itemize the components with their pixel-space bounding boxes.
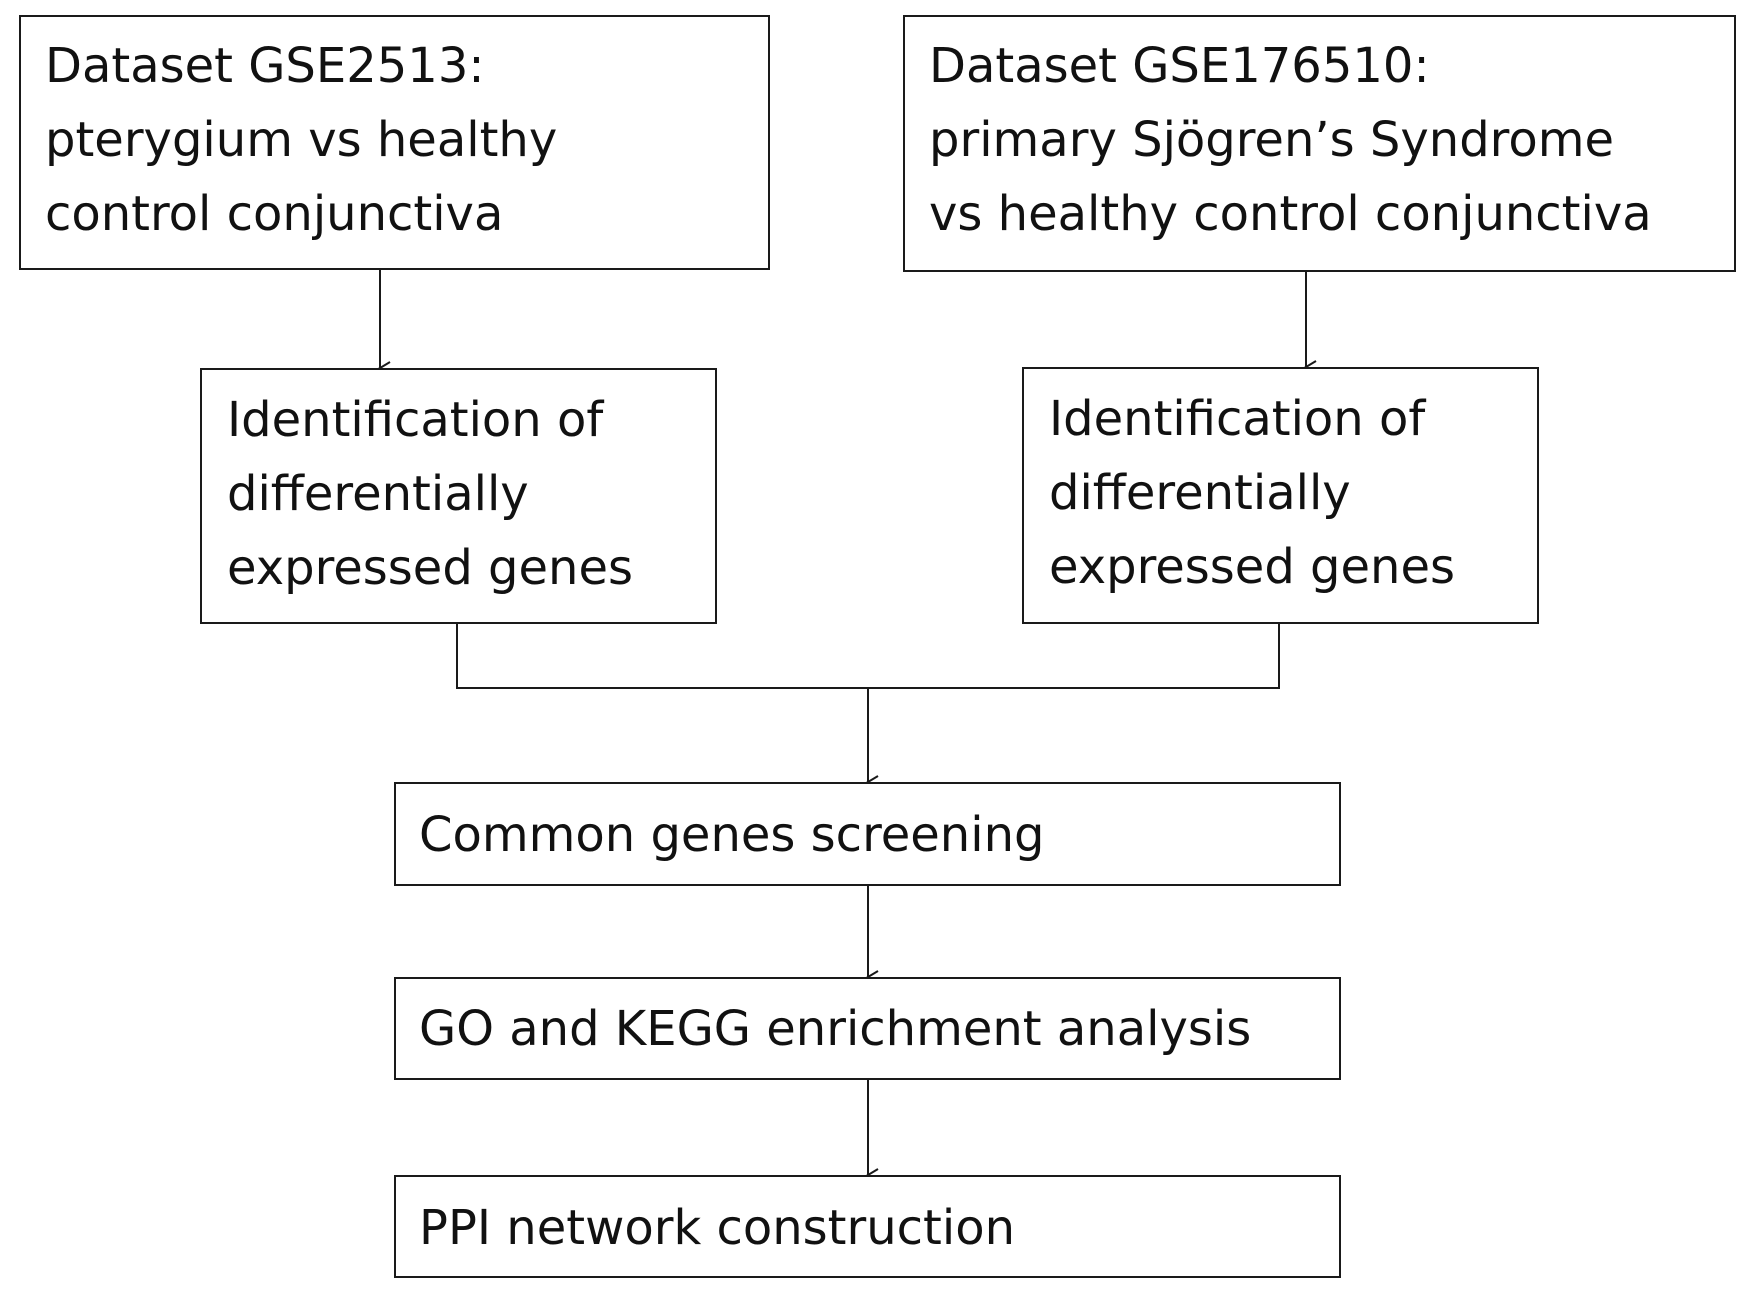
ppi-network-box: PPI network construction bbox=[394, 1175, 1341, 1278]
deg-box-text: Identification of differentially express… bbox=[1049, 382, 1455, 604]
merge-connector bbox=[456, 624, 1280, 689]
deg-step-line: differentially bbox=[227, 466, 529, 522]
deg-step-line: expressed genes bbox=[227, 540, 634, 596]
dataset-box-gse2513: Dataset GSE2513: pterygium vs healthy co… bbox=[19, 15, 770, 270]
deg-identification-box-left: Identification of differentially express… bbox=[200, 368, 717, 624]
enrichment-analysis-box: GO and KEGG enrichment analysis bbox=[394, 977, 1341, 1080]
dataset-description-line: vs healthy control conjunctiva bbox=[929, 186, 1652, 242]
common-genes-screening-text: Common genes screening bbox=[419, 807, 1045, 863]
deg-identification-box-right: Identification of differentially express… bbox=[1022, 367, 1539, 624]
dataset-box-text: Dataset GSE176510: primary Sjögren’s Syn… bbox=[929, 29, 1652, 251]
dataset-title: Dataset GSE2513: bbox=[45, 38, 485, 94]
common-genes-screening-box: Common genes screening bbox=[394, 782, 1341, 886]
dataset-box-gse176510: Dataset GSE176510: primary Sjögren’s Syn… bbox=[903, 15, 1736, 272]
dataset-box-text: Dataset GSE2513: pterygium vs healthy co… bbox=[45, 29, 557, 251]
deg-box-text: Identification of differentially express… bbox=[227, 383, 633, 605]
deg-step-line: differentially bbox=[1049, 465, 1351, 521]
dataset-description-line: control conjunctiva bbox=[45, 186, 504, 242]
deg-step-line: Identification of bbox=[1049, 391, 1426, 447]
dataset-title: Dataset GSE176510: bbox=[929, 38, 1430, 94]
deg-step-line: Identification of bbox=[227, 392, 604, 448]
enrichment-analysis-text: GO and KEGG enrichment analysis bbox=[419, 1001, 1252, 1057]
ppi-network-text: PPI network construction bbox=[419, 1200, 1015, 1256]
dataset-description-line: primary Sjögren’s Syndrome bbox=[929, 112, 1615, 168]
dataset-description-line: pterygium vs healthy bbox=[45, 112, 558, 168]
deg-step-line: expressed genes bbox=[1049, 539, 1456, 595]
